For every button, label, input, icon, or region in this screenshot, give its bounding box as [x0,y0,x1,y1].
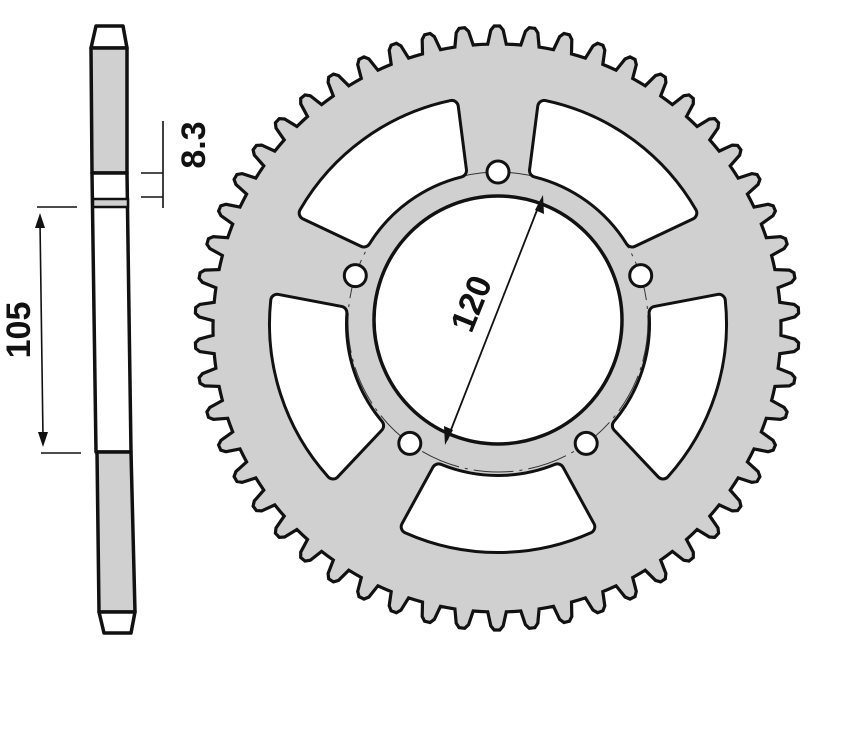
dimension-120 [444,195,544,445]
bolt-hole [342,263,368,289]
side-top-chamfer [89,24,129,50]
center-bore [372,194,624,446]
bolt-hole [573,430,599,456]
bolt-holes [342,159,654,456]
dimension-105-label: 105 [0,302,38,359]
lightening-window [300,101,465,246]
arrow-up-icon [35,213,45,228]
lightening-window [402,465,594,551]
side-upper-tooth [89,46,129,175]
bolt-hole [628,263,654,289]
lightening-window [613,295,726,478]
side-body [90,171,133,454]
side-hub-stripe [91,197,130,209]
bolt-hole [485,159,511,185]
side-view [89,24,137,635]
arrow-down-icon [38,432,48,447]
side-lower-tooth [95,450,137,614]
bolt-hole [397,430,423,456]
sprocket-front-view: 120 [193,24,801,632]
arrow-down-icon [444,426,453,445]
lightening-windows [267,98,729,554]
lightening-window [531,101,696,246]
side-bottom-chamfer [97,610,137,635]
lightening-window [270,295,383,478]
dimension-8-3-label: 8.3 [175,121,213,168]
dimension-105 [35,206,81,454]
dimension-8-3 [141,121,164,208]
arrow-up-icon [535,195,544,214]
